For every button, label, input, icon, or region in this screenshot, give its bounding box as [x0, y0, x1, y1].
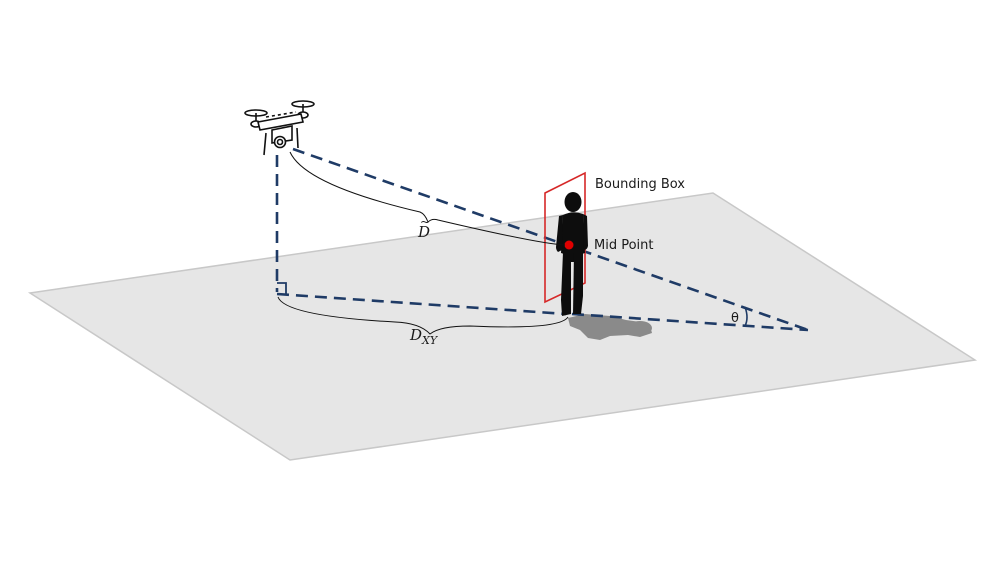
right-angle-icon [277, 282, 287, 294]
mid-point-label: Mid Point [594, 238, 654, 253]
shadow-icon [568, 314, 652, 340]
person-icon [556, 192, 588, 316]
dxy-main: D [409, 326, 422, 344]
drone-icon [244, 100, 315, 156]
dxy-label: DXY [409, 326, 439, 347]
d-hat-brace [289, 151, 566, 246]
line-of-sight [292, 147, 809, 332]
bounding-box [544, 171, 586, 304]
d-hat-label: D [417, 223, 430, 241]
dxy-brace [277, 296, 569, 335]
d-hat-accent: ~ [420, 215, 430, 229]
ground-distance-line [276, 292, 567, 316]
dxy-subscript: XY [421, 334, 439, 347]
mid-point-marker [564, 240, 574, 250]
theta-arc [744, 306, 748, 327]
ground-to-vanishing-line [571, 312, 809, 332]
theta-label: θ [731, 311, 739, 326]
bounding-box-label: Bounding Box [595, 177, 685, 192]
